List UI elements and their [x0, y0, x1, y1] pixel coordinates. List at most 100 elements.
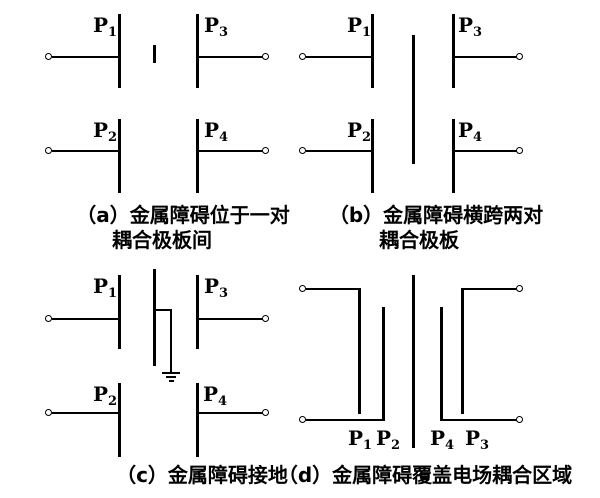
- ground-bar-long: [162, 372, 180, 374]
- plate-label-sub: 4: [473, 130, 483, 145]
- diagram-b: P1 P3 P2 P4 （b）金属障碍横跨两对 耦合极板: [299, 14, 544, 252]
- caption-b-line1: （b）金属障碍横跨两对: [328, 203, 544, 227]
- metal-barrier: [153, 269, 156, 366]
- plate-p4: [440, 307, 443, 421]
- plate-p3: [461, 288, 464, 414]
- terminal-node: [516, 416, 523, 423]
- plate-p1: [371, 14, 374, 88]
- lead-wire: [455, 56, 517, 58]
- terminal-node: [299, 285, 306, 292]
- lead-wire: [52, 56, 118, 58]
- plate-label-sub: 4: [218, 394, 228, 409]
- plate-label-p4: P4: [430, 428, 454, 452]
- caption-d: （d）金属障碍覆盖电场耦合区域: [277, 463, 573, 487]
- plate-label-base: P: [458, 13, 474, 37]
- plate-label-base: P: [93, 13, 109, 37]
- terminal-node: [45, 147, 52, 154]
- plate-p1: [358, 288, 361, 414]
- lead-wire: [199, 412, 263, 414]
- terminal-node: [516, 285, 523, 292]
- plate-label-base: P: [203, 382, 219, 406]
- metal-barrier: [412, 35, 415, 164]
- plate-label-p2: P2: [376, 428, 400, 452]
- plate-label-p1: P1: [347, 15, 371, 39]
- metal-barrier: [412, 275, 415, 448]
- caption-a-line2: 耦合极板间: [112, 228, 212, 252]
- plate-label-p2: P2: [93, 384, 117, 408]
- plate-p2: [382, 307, 385, 421]
- plate-label-base: P: [376, 426, 392, 450]
- diagram-a: P1 P3 P2 P4 （a）金属障碍位于一对 耦合极板间: [0, 0, 300, 252]
- plate-label-p4: P4: [458, 120, 482, 144]
- plate-p3: [452, 14, 455, 88]
- plate-label-p3: P3: [204, 15, 228, 39]
- terminal-node: [299, 53, 306, 60]
- plate-label-sub: 4: [445, 438, 455, 453]
- plate-label-p1: P1: [93, 15, 117, 39]
- lead-wire: [306, 419, 385, 421]
- terminal-node: [299, 416, 306, 423]
- plate-label-base: P: [93, 274, 109, 298]
- lead-wire: [306, 56, 371, 58]
- plate-p4: [196, 383, 199, 457]
- plate-label-base: P: [347, 118, 363, 142]
- plate-label-base: P: [347, 13, 363, 37]
- plate-label-base: P: [204, 274, 220, 298]
- plate-label-base: P: [458, 118, 474, 142]
- plate-label-base: P: [93, 118, 109, 142]
- plate-label-sub: 3: [219, 286, 229, 301]
- plate-label-p1: P1: [93, 276, 117, 300]
- plate-label-sub: 4: [219, 130, 229, 145]
- caption-b-line2: 耦合极板: [379, 228, 459, 252]
- plate-label-p3: P3: [458, 15, 482, 39]
- terminal-node: [299, 147, 306, 154]
- plate-label-sub: 1: [362, 25, 372, 40]
- plate-label-p3: P3: [465, 428, 489, 452]
- ground-bar-short: [169, 380, 174, 382]
- plate-label-sub: 3: [473, 25, 483, 40]
- ground-wire: [170, 309, 172, 373]
- lead-wire: [52, 412, 118, 414]
- plate-p2: [118, 119, 121, 193]
- terminal-node: [45, 53, 52, 60]
- plate-label-sub: 2: [391, 438, 401, 453]
- plate-label-sub: 1: [363, 438, 373, 453]
- plate-label-sub: 1: [108, 286, 118, 301]
- terminal-node: [45, 315, 52, 322]
- plate-p1: [118, 275, 121, 349]
- plate-label-p1: P1: [348, 428, 372, 452]
- plate-p2: [118, 383, 121, 457]
- plate-label-sub: 3: [480, 438, 490, 453]
- plate-p4: [452, 119, 455, 193]
- lead-wire: [440, 419, 517, 421]
- caption-c: （c）金属障碍接地: [116, 463, 288, 487]
- lead-wire: [52, 318, 118, 320]
- plate-p3: [196, 14, 199, 88]
- plate-label-base: P: [348, 426, 364, 450]
- plate-label-base: P: [93, 382, 109, 406]
- plate-label-base: P: [430, 426, 446, 450]
- lead-wire: [306, 288, 361, 290]
- plate-label-p4: P4: [203, 384, 227, 408]
- lead-wire: [306, 150, 371, 152]
- lead-wire: [199, 150, 263, 152]
- plate-label-base: P: [204, 13, 220, 37]
- lead-wire: [52, 150, 118, 152]
- plate-label-sub: 3: [219, 25, 229, 40]
- lead-wire: [462, 288, 517, 290]
- lead-wire: [455, 150, 517, 152]
- ground-wire: [155, 309, 172, 311]
- lead-wire: [199, 318, 263, 320]
- diagram-c: P1 P3 P2 P4 （c）金属障碍接地: [45, 269, 288, 487]
- plate-p1: [118, 14, 121, 88]
- metal-barrier: [153, 45, 156, 63]
- plate-label-sub: 2: [108, 394, 118, 409]
- plate-p2: [371, 119, 374, 193]
- plate-label-base: P: [204, 118, 220, 142]
- caption-a-line1: （a）金属障碍位于一对: [76, 203, 290, 227]
- plate-label-p2: P2: [347, 120, 371, 144]
- ground-bar-medium: [166, 376, 176, 378]
- plate-label-sub: 2: [362, 130, 372, 145]
- plate-p4: [196, 119, 199, 193]
